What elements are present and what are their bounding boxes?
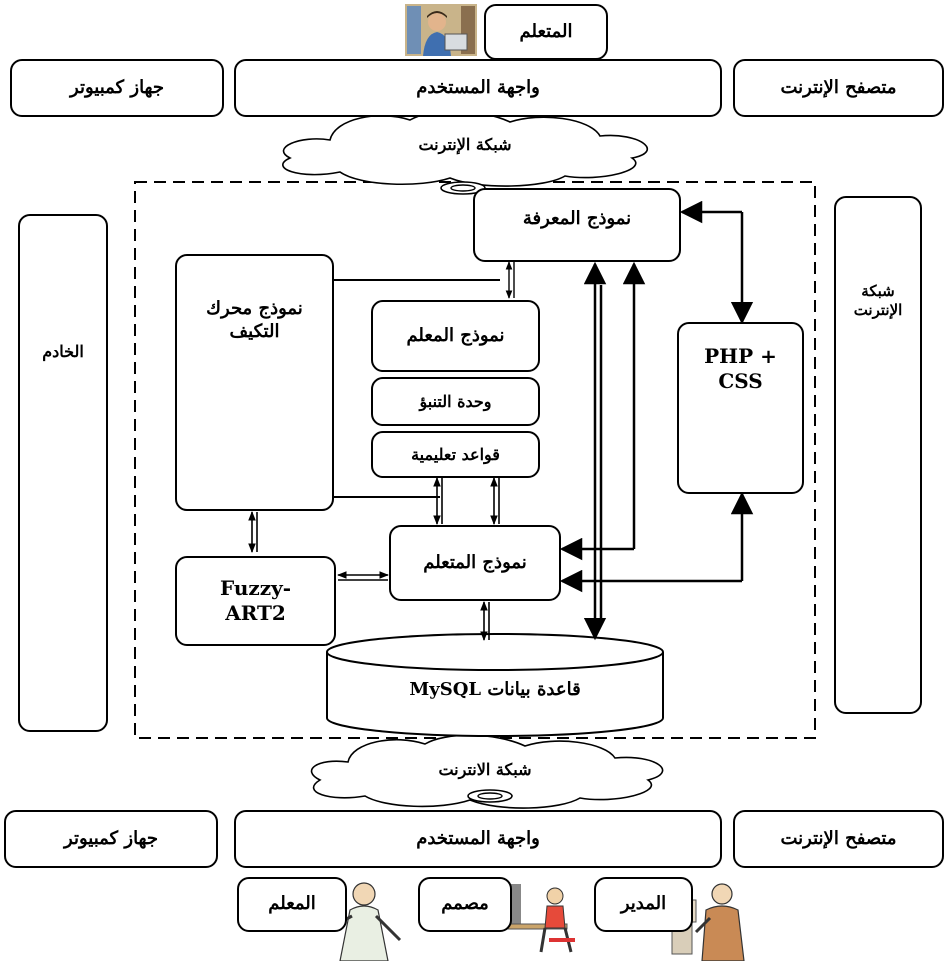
bottom-user-interface-box: واجهة المستخدم: [234, 810, 722, 868]
adaptation-engine-label: نموذج محرك التكيف: [206, 298, 303, 342]
arrow-learner-database: [480, 601, 490, 641]
learner-model-label: نموذج المتعلم: [423, 551, 527, 573]
arrow-rules-learner-1: [433, 477, 443, 525]
bottom-network-label: شبكة الانترنت: [438, 760, 532, 779]
admin-role-box: المدير: [594, 877, 693, 932]
database-label-wrap: قاعدة بيانات MySQL: [340, 672, 650, 708]
server-side-box: الخادم: [18, 214, 108, 732]
internet-side-label: شبكة الإنترنت: [853, 282, 903, 319]
instructional-rules-box: قواعد تعليمية: [371, 431, 540, 478]
bottom-user-interface-label: واجهة المستخدم: [416, 827, 540, 849]
prediction-unit-box: وحدة التنبؤ: [371, 377, 540, 426]
database-cylinder: [326, 633, 664, 737]
teacher-model-box: نموذج المعلم: [371, 300, 540, 372]
top-user-interface-box: واجهة المستخدم: [234, 59, 722, 117]
designer-role-box: مصمم: [418, 877, 512, 932]
arrow-rules-learner-2: [490, 477, 500, 525]
bottom-computer-label: جهاز كمبيوتر: [64, 827, 158, 849]
instructional-rules-label: قواعد تعليمية: [411, 444, 500, 464]
top-browser-box: متصفح الإنترنت: [733, 59, 944, 117]
knowledge-model-label: نموذج المعرفة: [522, 208, 632, 229]
fuzzy-art-label: Fuzzy-ART2: [219, 576, 292, 625]
top-computer-label: جهاز كمبيوتر: [70, 76, 164, 98]
learner-model-box: نموذج المتعلم: [389, 525, 561, 601]
arrow-fuzzy-learner: [337, 571, 389, 581]
php-css-label: PHP + CSS: [704, 344, 777, 393]
php-css-box: PHP + CSS: [677, 322, 804, 494]
bottom-browser-label: متصفح الإنترنت: [780, 827, 897, 849]
bottom-computer-box: جهاز كمبيوتر: [4, 810, 218, 868]
top-network-label: شبكة الإنترنت: [418, 135, 512, 154]
learner-picture: [405, 4, 477, 56]
designer-role-label: مصمم: [441, 893, 489, 915]
arrow-knowledge-database: [583, 261, 607, 641]
database-label: قاعدة بيانات MySQL: [409, 678, 581, 700]
arrow-php-learner: [559, 491, 754, 593]
knowledge-model-box: نموذج المعرفة: [473, 188, 681, 262]
adaptation-engine-box: نموذج محرك التكيف: [175, 254, 334, 511]
arrow-knowledge-teacher: [505, 261, 515, 299]
top-user-interface-label: واجهة المستخدم: [416, 76, 540, 98]
teacher-role-label: المعلم: [268, 893, 316, 915]
top-computer-box: جهاز كمبيوتر: [10, 59, 224, 117]
server-side-label: الخادم: [42, 342, 84, 361]
teacher-role-box: المعلم: [237, 877, 347, 932]
arrow-knowledge-learner: [559, 261, 646, 561]
bottom-browser-box: متصفح الإنترنت: [733, 810, 944, 868]
admin-role-label: المدير: [620, 893, 667, 915]
internet-side-box: شبكة الإنترنت: [834, 196, 922, 714]
learner-label: المتعلم: [519, 20, 573, 42]
arrow-adaptation-fuzzy: [248, 511, 258, 553]
prediction-unit-label: وحدة التنبؤ: [419, 391, 492, 411]
arrow-knowledge-php: [679, 200, 754, 325]
server-boundary: [134, 181, 816, 739]
top-browser-label: متصفح الإنترنت: [780, 76, 897, 98]
fuzzy-art-box: Fuzzy-ART2: [175, 556, 336, 646]
designer-clipart-icon: [505, 876, 585, 961]
teacher-model-label: نموذج المعلم: [406, 324, 505, 346]
learner-label-box: المتعلم: [484, 4, 608, 60]
